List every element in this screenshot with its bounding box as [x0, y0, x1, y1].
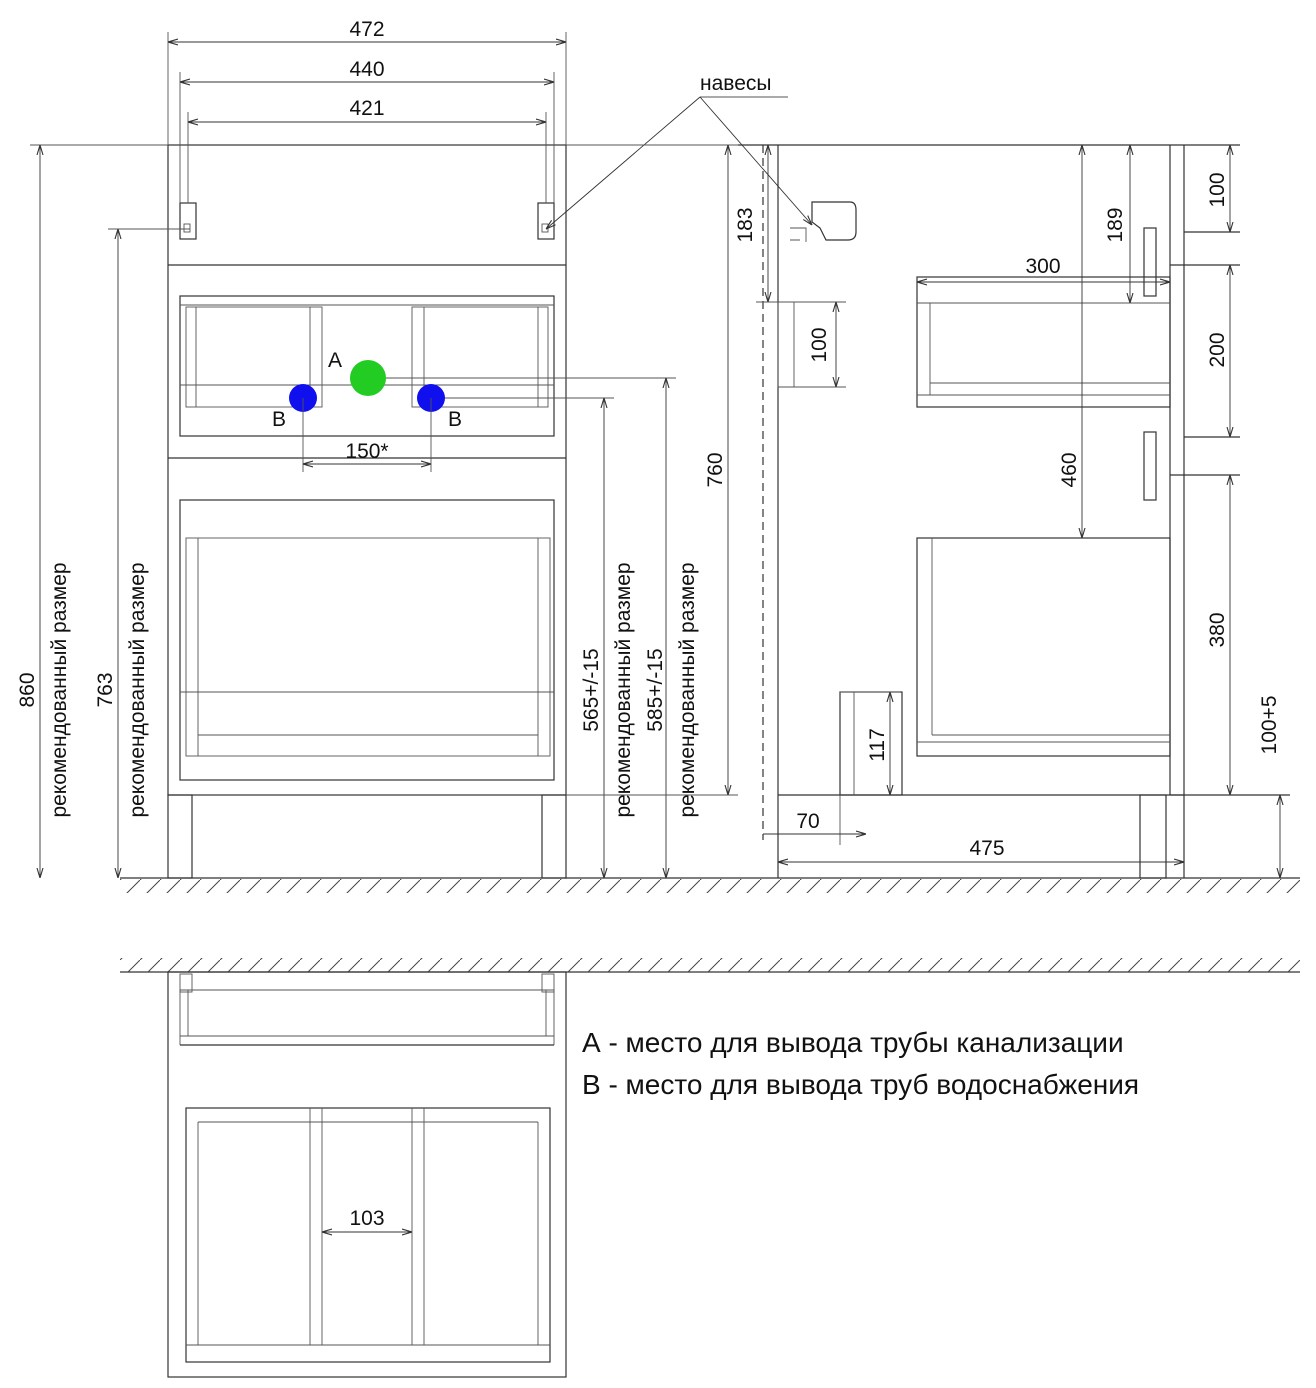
upper-handle	[1143, 227, 1157, 297]
dim-421: 421	[349, 97, 384, 120]
dim-189: 189	[1104, 207, 1127, 242]
side-view: 183 100 300 189 460	[734, 144, 1290, 879]
lower-handle	[1143, 431, 1157, 501]
recommended-585: рекомендованный размер	[676, 562, 699, 817]
dim-150: 150*	[345, 440, 388, 463]
hinges-label: навесы	[700, 72, 771, 95]
dim-565: 565+/-15	[580, 648, 603, 732]
dim-460: 460	[1058, 452, 1081, 487]
side-lower-drawer	[916, 537, 1171, 757]
legend-a: А - место для вывода трубы канализации	[582, 1027, 1124, 1058]
dim-475: 475	[969, 837, 1004, 860]
point-a-label: А	[328, 349, 342, 372]
dim-440: 440	[349, 58, 384, 81]
right-leg	[541, 794, 567, 879]
dim-300: 300	[1025, 255, 1060, 278]
left-drawer-opening	[185, 306, 323, 408]
dim-117: 117	[866, 728, 889, 761]
dim-472: 472	[349, 18, 384, 41]
plan-cabinet	[167, 971, 567, 1378]
plan-hatch	[120, 958, 1300, 972]
point-a-marker	[350, 360, 386, 396]
lower-door	[185, 537, 551, 757]
front-view: 472 440 421 навесы 860 рекомендованный р…	[16, 18, 1300, 893]
dim-103: 103	[349, 1207, 384, 1230]
dim-100-top: 100	[1206, 172, 1229, 207]
left-leg	[167, 794, 193, 879]
right-hinge	[537, 202, 555, 240]
dim-763: 763	[94, 672, 117, 707]
floor-hatch	[120, 879, 1300, 893]
dim-200: 200	[1206, 332, 1229, 367]
dim-100-bracket: 100	[808, 327, 831, 362]
cabinet-body	[167, 144, 567, 796]
point-b-left-label: В	[272, 408, 286, 431]
dim-100-plus-5: 100+5	[1258, 696, 1281, 755]
legend-b: В - место для вывода труб водоснабжения	[582, 1069, 1139, 1100]
side-hinge-bracket	[811, 201, 857, 241]
point-b-right-label: В	[448, 408, 462, 431]
side-leg	[1139, 794, 1167, 879]
left-hinge	[179, 202, 197, 240]
side-top-drawer	[916, 276, 1171, 408]
dim-585: 585+/-15	[644, 648, 667, 732]
dim-183: 183	[734, 207, 757, 242]
recommended-565: рекомендованный размер	[612, 562, 635, 817]
dim-380: 380	[1206, 612, 1229, 647]
right-drawer-opening	[411, 306, 549, 408]
plan-view: 103	[120, 958, 1300, 1378]
dim-860: 860	[16, 672, 39, 707]
top-drawer-frame	[179, 295, 555, 437]
recommended-763: рекомендованный размер	[126, 562, 149, 817]
dim-70: 70	[796, 810, 819, 833]
recommended-860: рекомендованный размер	[48, 562, 71, 817]
dim-760: 760	[704, 452, 727, 487]
